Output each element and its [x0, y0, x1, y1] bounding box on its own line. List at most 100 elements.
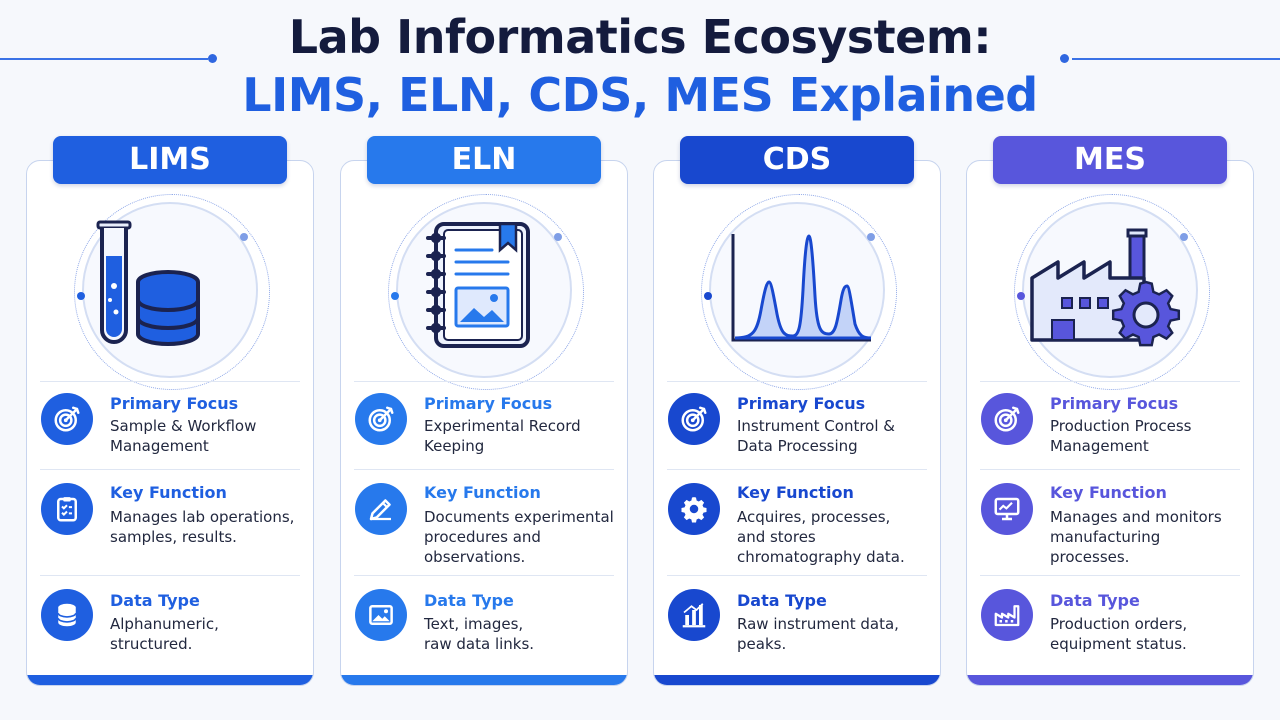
row-title-data-type: Data Type — [737, 591, 827, 610]
row-text-line: Acquires, processes, — [737, 508, 891, 526]
divider — [667, 575, 927, 576]
row-text-line: structured. — [110, 635, 193, 653]
divider — [40, 469, 300, 470]
card-bottom-bar — [341, 675, 627, 685]
factory-icon — [981, 589, 1033, 641]
row-text-line: observations. — [424, 548, 526, 566]
card-header-lims: LIMS — [53, 136, 287, 184]
row-text-line: Text, images, — [424, 615, 524, 633]
row-text-line: Production orders, — [1050, 615, 1188, 633]
database-icon — [41, 589, 93, 641]
title-rule-dot-right — [1060, 54, 1069, 63]
row-title-primary-focus: Primary Focus — [424, 394, 553, 413]
row-text-key-function: Acquires, processes, and stores chromatogr… — [737, 507, 905, 567]
row-title-data-type: Data Type — [424, 591, 514, 610]
row-text-data-type: Raw instrument data, peaks. — [737, 614, 899, 654]
divider — [40, 381, 300, 382]
notebook-icon — [420, 216, 540, 360]
factory-gear-icon — [1024, 222, 1184, 356]
row-text-line: raw data links. — [424, 635, 535, 653]
orbit-dot — [391, 292, 399, 300]
card-bottom-bar — [27, 675, 313, 685]
row-title-key-function: Key Function — [1050, 483, 1167, 502]
pencil-icon — [355, 483, 407, 535]
divider — [667, 469, 927, 470]
orbit-dot — [867, 233, 875, 241]
row-text-line: chromatography data. — [737, 548, 905, 566]
card-header-cds: CDS — [680, 136, 914, 184]
clipboard-icon — [41, 483, 93, 535]
row-text-data-type: Alphanumeric, structured. — [110, 614, 219, 654]
target-icon — [668, 393, 720, 445]
row-text-line: Data Processing — [737, 437, 858, 455]
orbit-dot — [554, 233, 562, 241]
page-title: Lab Informatics Ecosystem: LIMS, ELN, CD… — [0, 8, 1280, 124]
row-text-line: Sample & Workflow — [110, 417, 257, 435]
row-text-primary-focus: Instrument Control & Data Processing — [737, 416, 895, 456]
orbit-dot — [1017, 292, 1025, 300]
illustration-circle — [701, 194, 897, 390]
divider — [354, 381, 614, 382]
row-title-key-function: Key Function — [110, 483, 227, 502]
row-text-line: Keeping — [424, 437, 485, 455]
row-title-primary-focus: Primary Focus — [110, 394, 239, 413]
row-title-data-type: Data Type — [110, 591, 200, 610]
row-text-line: Alphanumeric, — [110, 615, 219, 633]
gear-icon — [668, 483, 720, 535]
test-tube-database-icon — [76, 216, 206, 360]
row-text-data-type: Production orders, equipment status. — [1050, 614, 1187, 654]
row-text-line: Manages and monitors — [1050, 508, 1222, 526]
image-icon — [355, 589, 407, 641]
divider — [667, 381, 927, 382]
divider — [354, 575, 614, 576]
row-title-key-function: Key Function — [737, 483, 854, 502]
target-icon — [41, 393, 93, 445]
row-text-key-function: Manages and monitors manufacturing process… — [1050, 507, 1222, 567]
row-text-line: Documents experimental — [424, 508, 614, 526]
divider — [354, 469, 614, 470]
card-bottom-bar — [654, 675, 940, 685]
orbit-dot — [704, 292, 712, 300]
title-rule-left — [0, 58, 208, 60]
title-rule-right — [1072, 58, 1280, 60]
target-icon — [355, 393, 407, 445]
orbit-dot — [77, 292, 85, 300]
monitor-icon — [981, 483, 1033, 535]
divider — [40, 575, 300, 576]
divider — [980, 381, 1240, 382]
row-title-primary-focus: Primary Focus — [737, 394, 866, 413]
card-header-eln: ELN — [367, 136, 601, 184]
card-bottom-bar — [967, 675, 1253, 685]
orbit-dot — [240, 233, 248, 241]
bar-chart-icon — [668, 589, 720, 641]
row-text-line: processes. — [1050, 548, 1130, 566]
card-header-mes: MES — [993, 136, 1227, 184]
row-text-key-function: Manages lab operations, samples, results. — [110, 507, 294, 547]
row-text-line: Raw instrument data, — [737, 615, 899, 633]
row-title-primary-focus: Primary Focus — [1050, 394, 1179, 413]
row-text-line: Manages lab operations, — [110, 508, 295, 526]
target-icon — [981, 393, 1033, 445]
row-text-line: Management — [1050, 437, 1149, 455]
row-text-line: equipment status. — [1050, 635, 1187, 653]
chromatogram-icon — [723, 230, 873, 354]
row-text-line: samples, results. — [110, 528, 237, 546]
title-rule-dot-left — [208, 54, 217, 63]
title-line-2: LIMS, ELN, CDS, MES Explained — [242, 68, 1038, 122]
title-line-1: Lab Informatics Ecosystem: — [288, 10, 992, 64]
divider — [980, 575, 1240, 576]
row-text-line: peaks. — [737, 635, 787, 653]
row-title-key-function: Key Function — [424, 483, 541, 502]
divider — [980, 469, 1240, 470]
row-text-line: Instrument Control & — [737, 417, 895, 435]
row-text-line: Production Process — [1050, 417, 1192, 435]
row-text-line: Experimental Record — [424, 417, 581, 435]
row-text-line: and stores — [737, 528, 816, 546]
row-text-line: Management — [110, 437, 209, 455]
row-text-line: manufacturing — [1050, 528, 1161, 546]
row-title-data-type: Data Type — [1050, 591, 1140, 610]
